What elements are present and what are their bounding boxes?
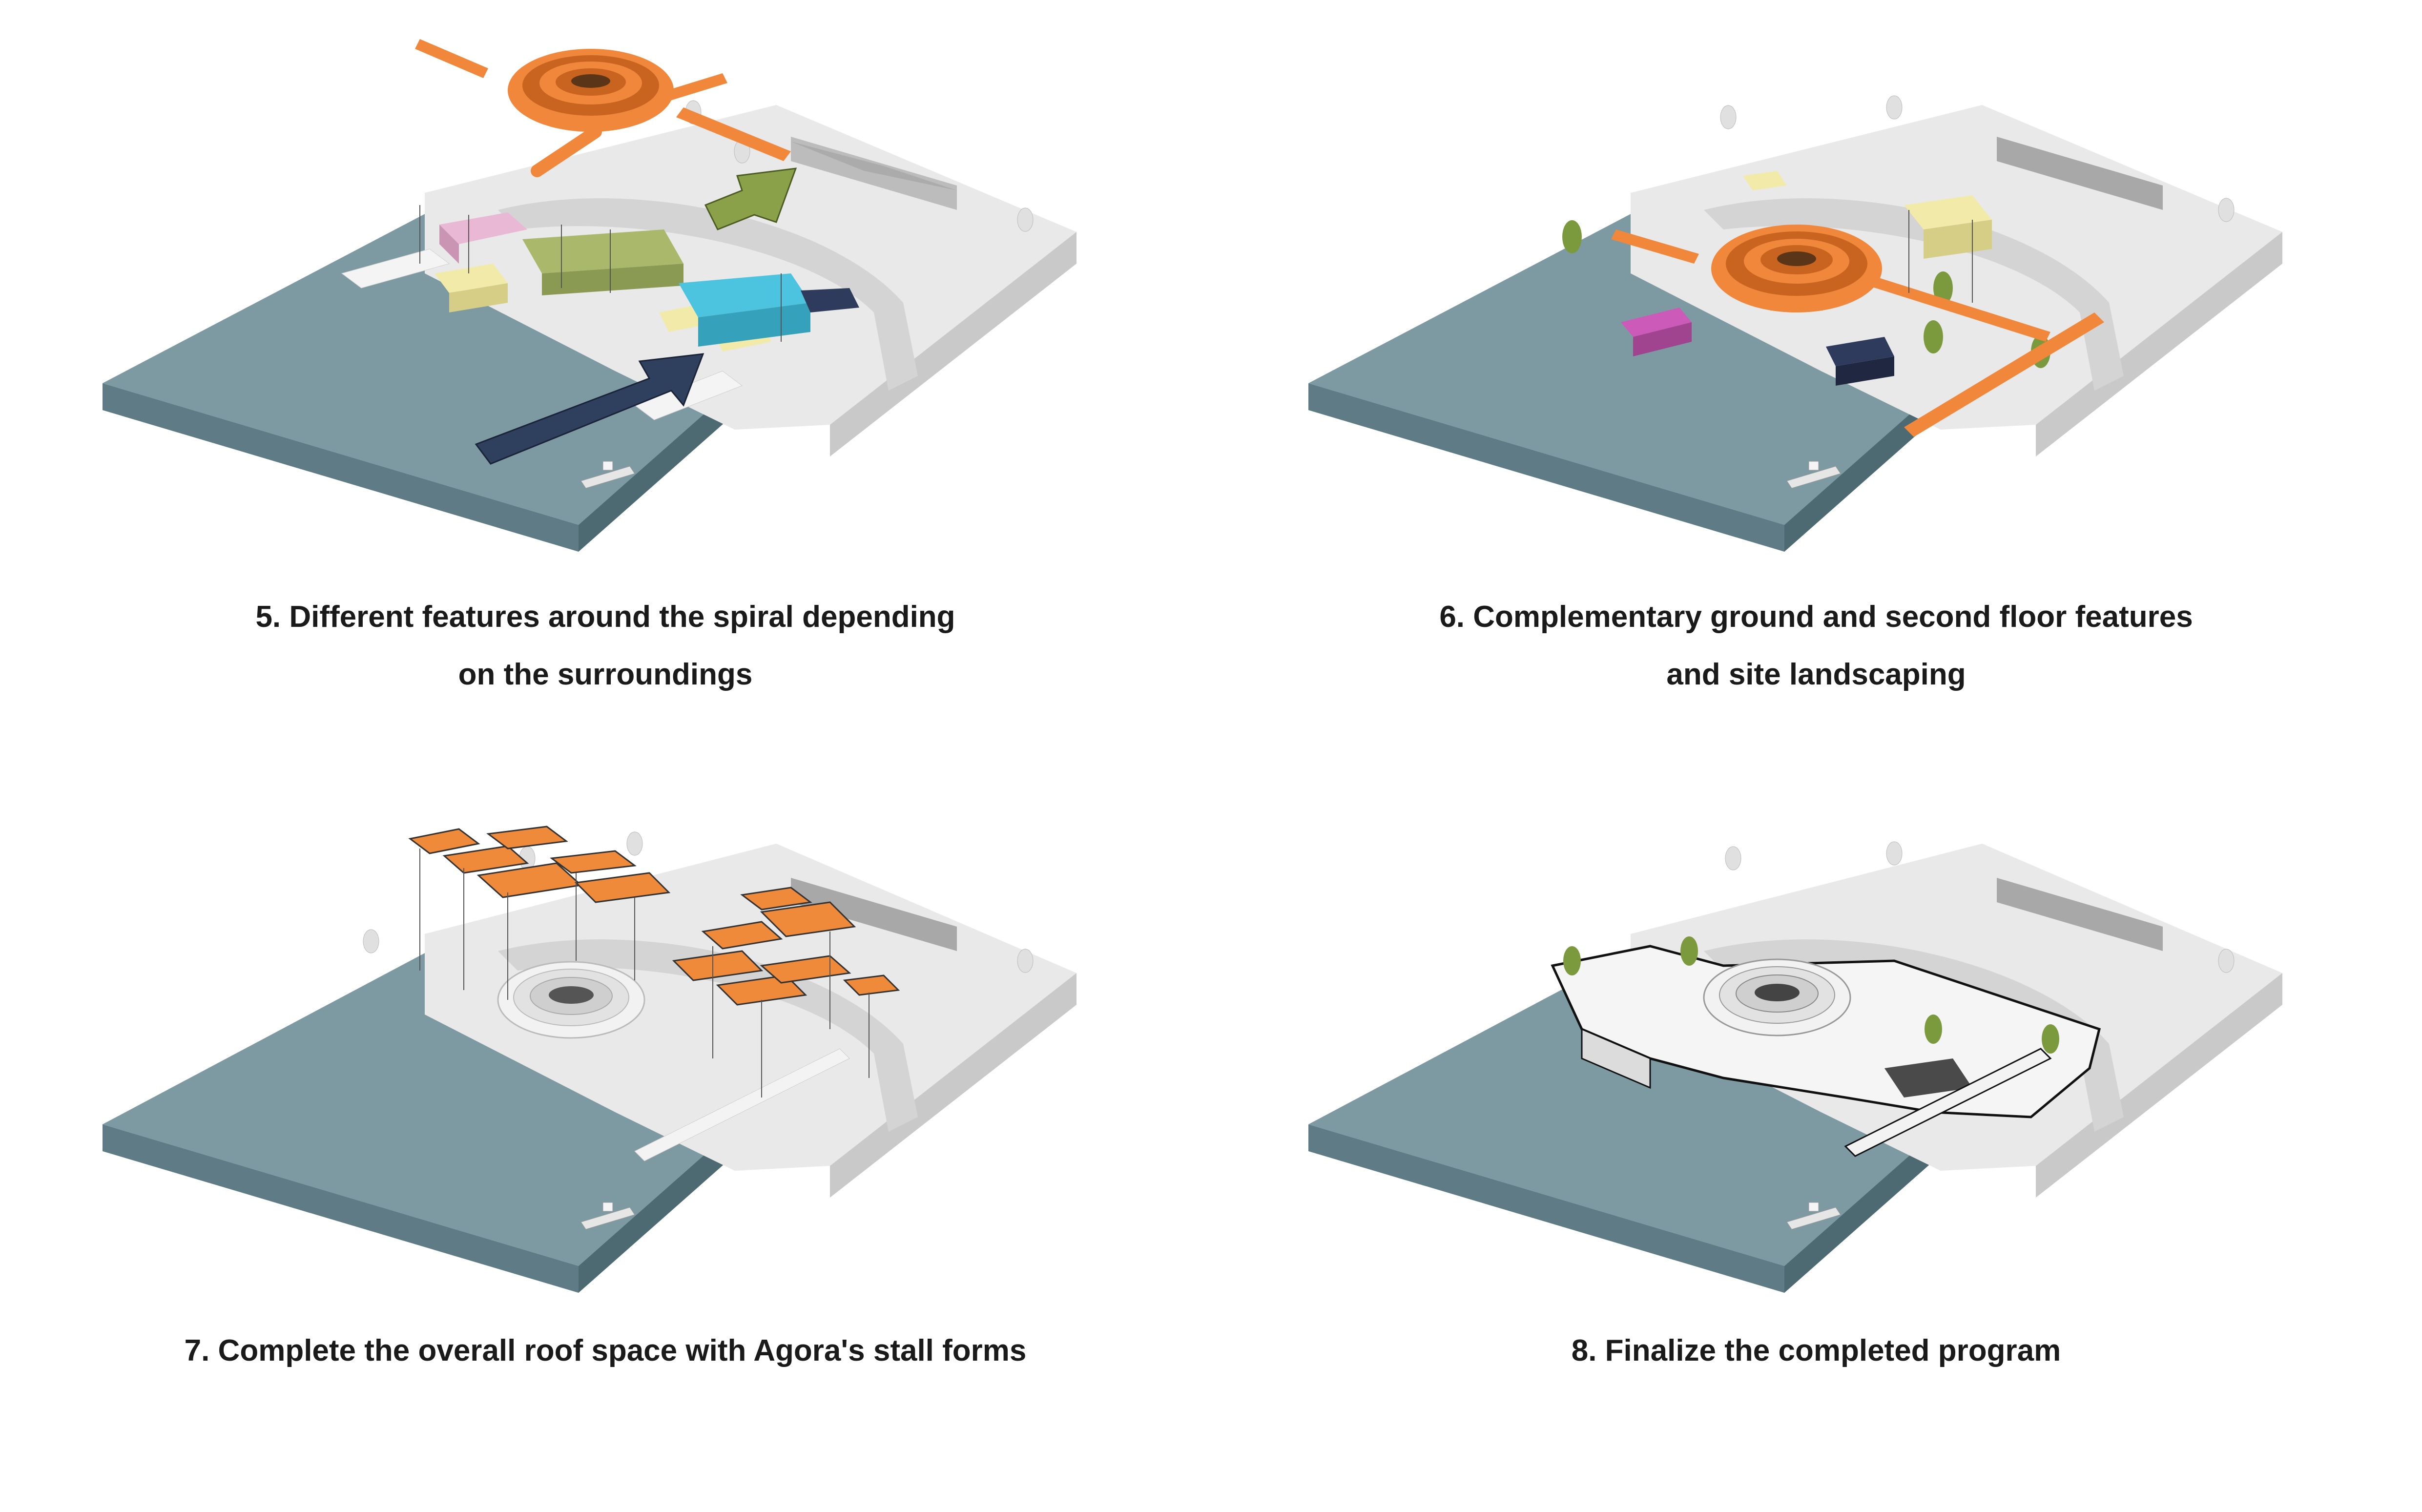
caption-line: 8. Finalize the completed program xyxy=(1571,1334,2061,1367)
ramp xyxy=(634,1048,850,1161)
yellow-block xyxy=(1743,171,1787,190)
water-side xyxy=(103,1124,579,1293)
site-side xyxy=(2036,232,2282,456)
navy-block-side xyxy=(1836,356,1894,386)
site-side xyxy=(2036,973,2282,1198)
tree-icon xyxy=(1886,95,1903,120)
ramp xyxy=(1844,1048,2052,1157)
magenta-block xyxy=(1621,308,1692,337)
panel-5: 5. Different features around the spiral … xyxy=(0,0,1211,756)
tree-icon xyxy=(1017,207,1034,232)
pier xyxy=(634,371,743,420)
water-side xyxy=(1308,383,1784,552)
tree-icon xyxy=(1562,220,1582,253)
existing-building xyxy=(791,878,957,951)
yellow-block xyxy=(1904,195,1992,229)
tree-icon xyxy=(2218,949,2235,973)
dark-deck xyxy=(1884,1058,1972,1098)
caption-7: 7. Complete the overall roof space with … xyxy=(0,1322,1211,1380)
yellow-block xyxy=(435,264,508,293)
panel-7: 7. Complete the overall roof space with … xyxy=(0,756,1211,1512)
yellow-block-side xyxy=(1924,220,1992,259)
existing-building-roof xyxy=(791,137,957,210)
caption-line: 7. Complete the overall roof space with … xyxy=(184,1334,1027,1367)
tree-icon xyxy=(1017,949,1034,973)
caption-6: 6. Complementary ground and second floor… xyxy=(1211,588,2422,704)
tree-icon xyxy=(363,929,379,953)
panel-6: 6. Complementary ground and second floor… xyxy=(1211,0,2422,756)
tree-icon xyxy=(1680,936,1698,966)
water-side xyxy=(103,383,579,552)
spiral-icon xyxy=(497,961,645,1039)
site-side xyxy=(830,232,1076,456)
magenta-block-side xyxy=(1633,322,1692,356)
tree-icon xyxy=(2218,198,2235,222)
spiral-icon xyxy=(1703,958,1851,1036)
diagram-7 xyxy=(103,826,1076,1293)
caption-line: and site landscaping xyxy=(1666,658,1966,691)
tree-icon xyxy=(1886,841,1903,866)
caption-line: on the surroundings xyxy=(458,658,753,691)
road xyxy=(1704,198,2124,391)
pink-block xyxy=(439,212,527,244)
pink-block-side xyxy=(439,225,459,264)
boat-icon xyxy=(580,1202,635,1230)
navy-arrow-icon xyxy=(475,353,704,465)
caption-line: 5. Different features around the spiral … xyxy=(255,600,955,634)
yellow-block-side xyxy=(449,283,508,312)
cyan-block-side xyxy=(698,303,810,347)
diagram-6 xyxy=(1308,95,2282,552)
columns xyxy=(419,849,869,1098)
navy-block xyxy=(1826,337,1894,366)
tree-icon xyxy=(1725,846,1741,870)
tree-icon xyxy=(2042,1024,2059,1054)
existing-building xyxy=(1997,137,2163,210)
water-side xyxy=(1308,1124,1784,1293)
caption-8: 8. Finalize the completed program xyxy=(1211,1322,2422,1380)
boat-icon xyxy=(580,461,635,489)
tree-icon xyxy=(1924,320,1943,353)
navy-block xyxy=(801,288,859,312)
pier xyxy=(341,249,450,289)
program-mass-side xyxy=(1581,1028,1651,1089)
caption-line: 6. Complementary ground and second floor… xyxy=(1439,600,2193,634)
panel-8: 8. Finalize the completed program xyxy=(1211,756,2422,1512)
tree-icon xyxy=(1720,105,1737,129)
existing-building xyxy=(1997,878,2163,951)
columns xyxy=(1908,210,1973,303)
road xyxy=(498,939,918,1132)
green-arrow-icon xyxy=(704,167,797,230)
olive-block-side xyxy=(542,264,683,295)
road xyxy=(1704,939,2124,1132)
road xyxy=(498,198,918,391)
spiral-walkway-icon xyxy=(1611,225,2104,437)
caption-5: 5. Different features around the spiral … xyxy=(0,588,1211,704)
olive-block xyxy=(522,229,683,273)
boat-icon xyxy=(1786,461,1841,489)
columns xyxy=(419,205,782,342)
tree-icon xyxy=(626,831,643,856)
diagram-8 xyxy=(1308,841,2282,1293)
tree-icon xyxy=(1925,1015,1942,1044)
tree-icon xyxy=(1933,271,1953,305)
roof-panel-icon xyxy=(408,826,900,1006)
spiral-walkway-icon xyxy=(415,39,791,177)
cyan-block xyxy=(679,273,810,317)
site-side xyxy=(830,973,1076,1198)
tree-icon xyxy=(1563,946,1581,975)
boat-icon xyxy=(1786,1202,1841,1230)
diagram-5 xyxy=(103,39,1076,552)
